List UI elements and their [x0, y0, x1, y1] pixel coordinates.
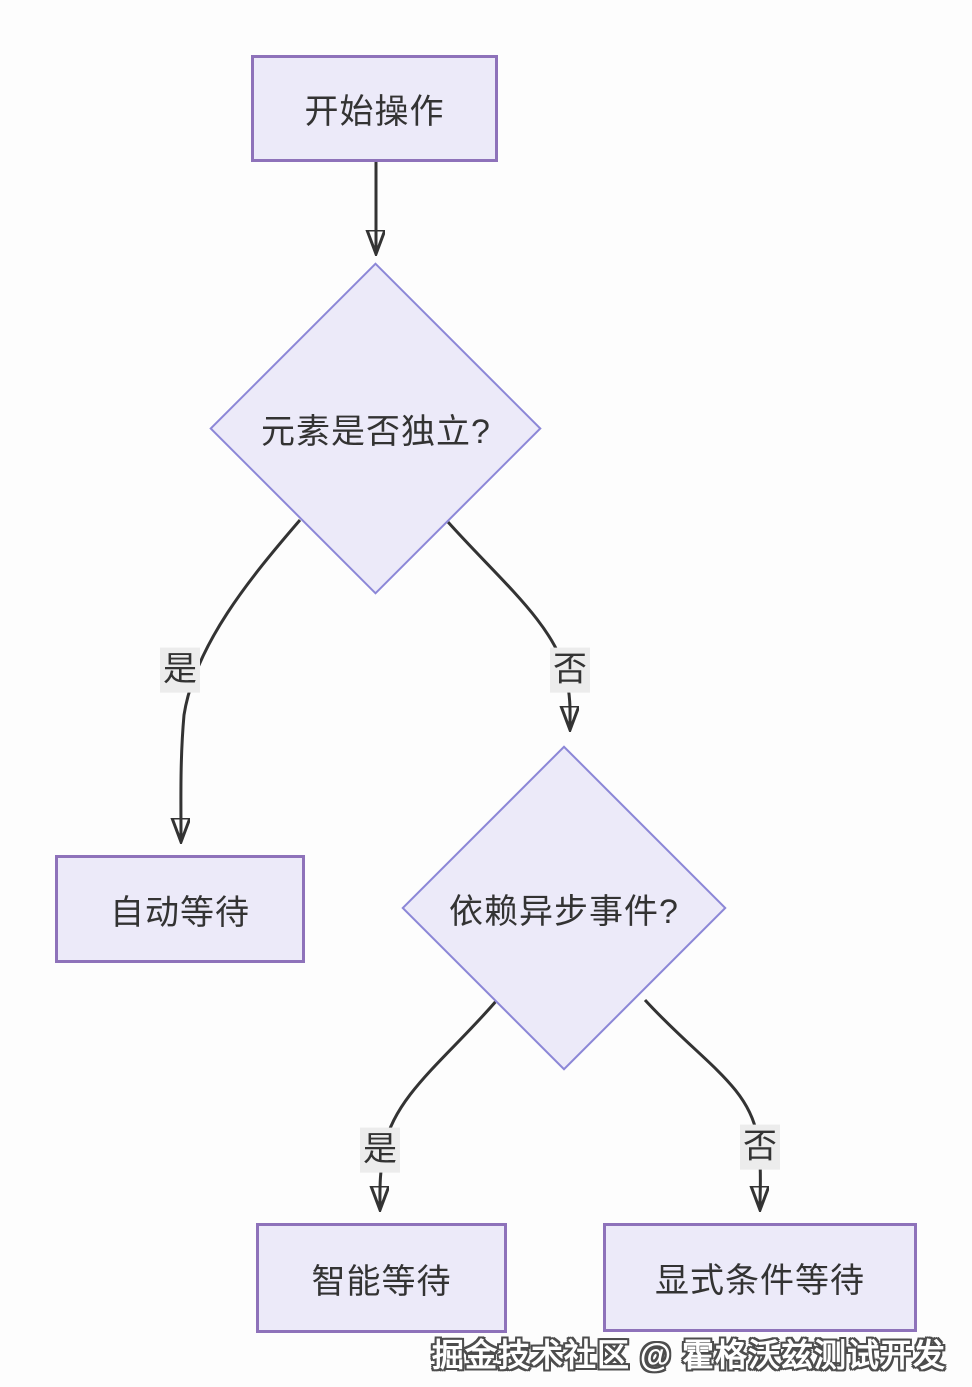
start-node: 开始操作 — [251, 55, 498, 162]
watermark-text: 掘金技术社区 @ 霍格沃兹测试开发 — [432, 1337, 946, 1373]
edge-label-decision2-yes: 是 — [360, 1127, 400, 1173]
edge-decision2-no-to-explicit-wait — [643, 998, 760, 1206]
smart-wait-node: 智能等待 — [256, 1223, 507, 1333]
edge-label-decision2-no: 否 — [740, 1124, 780, 1170]
edge-label-decision1-yes: 是 — [160, 647, 200, 693]
auto-wait-node: 自动等待 — [55, 855, 305, 963]
edge-decision1-no-to-decision2 — [446, 520, 570, 726]
edge-decision2-yes-to-smart-wait — [380, 999, 499, 1206]
edge-decision1-yes-to-auto-wait — [181, 519, 302, 838]
explicit-wait-node: 显式条件等待 — [603, 1223, 917, 1332]
edge-label-decision1-no: 否 — [550, 647, 590, 693]
